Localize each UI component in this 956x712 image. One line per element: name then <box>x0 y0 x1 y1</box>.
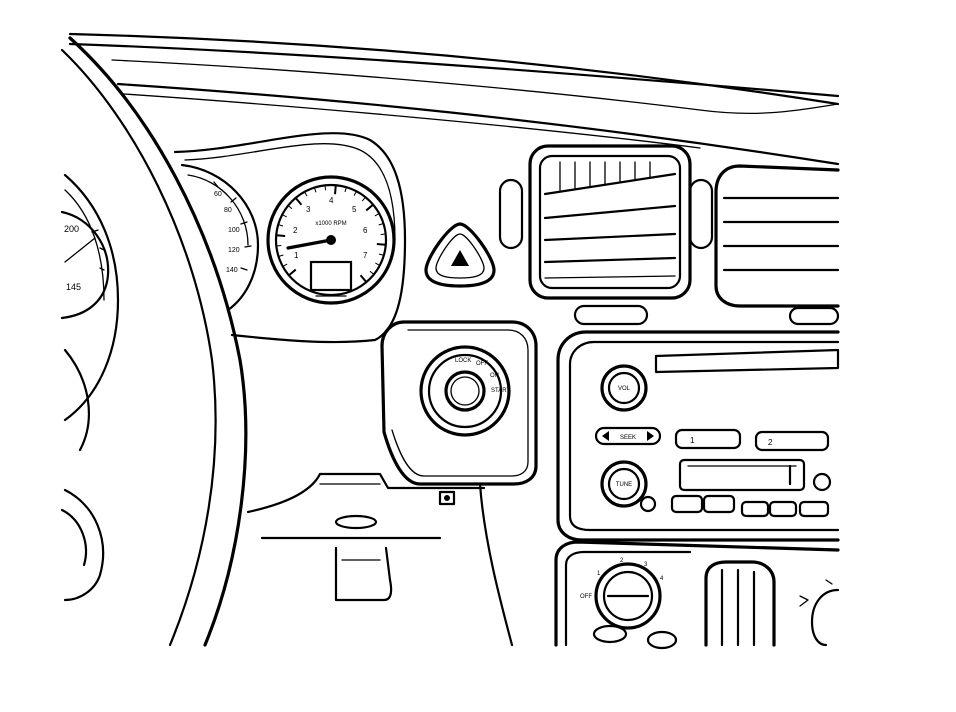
tach-tick <box>365 203 374 212</box>
hvac-fan-1: 1 <box>597 571 601 577</box>
tach-num-7: 7 <box>363 251 368 260</box>
tach-num-1: 1 <box>294 251 299 260</box>
radio-tune-label: TUNE <box>616 482 632 488</box>
left-gauge-mark-1: 145 <box>66 282 81 292</box>
tach-tick <box>304 191 308 197</box>
tach-tick <box>376 243 386 246</box>
tach-tick <box>344 187 347 193</box>
hvac-fan-4: 4 <box>660 576 664 582</box>
radio-seek-label: SEEK <box>620 435 636 441</box>
tach-tick <box>281 214 287 218</box>
radio-preset-2-label: 2 <box>768 438 773 447</box>
speedo-mark-0: 60 <box>214 191 222 198</box>
tach-tick <box>353 190 357 196</box>
vent-thumbwheel-right[interactable] <box>688 178 714 250</box>
tach-tick <box>324 185 327 191</box>
tach-tick <box>276 234 286 237</box>
vent-thumbwheel-left[interactable] <box>498 178 524 250</box>
speedometer-partial: 60 80 100 120 140 <box>180 163 260 312</box>
speedo-mark-2: 100 <box>228 227 240 234</box>
radio-button-c[interactable] <box>740 500 770 518</box>
ignition-pos-off: OFF <box>476 361 488 367</box>
radio-button-e[interactable] <box>798 500 830 518</box>
speedo-mark-4: 140 <box>226 267 238 274</box>
tach-tick <box>313 187 317 193</box>
tach-num-6: 6 <box>363 226 368 235</box>
tach-tick <box>374 213 380 217</box>
tach-tick <box>359 274 368 283</box>
radio-preset-1-label: 1 <box>690 436 695 445</box>
tach-tick <box>334 185 337 195</box>
radio-preset-2[interactable] <box>754 430 830 452</box>
tach-tick <box>294 197 303 206</box>
tach-center-label: x1000 RPM <box>315 221 346 227</box>
tach-num-4: 4 <box>329 196 334 205</box>
radio-cassette-door[interactable] <box>678 458 806 492</box>
ignition-switch[interactable]: LOCK OFF ON START <box>380 320 538 486</box>
hvac-controls: OFF 1 2 3 4 <box>554 540 840 650</box>
hvac-fan-2: 2 <box>620 558 624 564</box>
radio-button-b[interactable] <box>702 494 736 514</box>
lower-dash-panel <box>246 472 514 647</box>
instrument-cluster-hood <box>173 132 407 344</box>
ignition-pos-start: START <box>491 388 510 394</box>
tach-tick <box>276 244 282 247</box>
radio-vol-knob[interactable] <box>600 364 648 412</box>
radio-cd-slot[interactable] <box>654 348 840 374</box>
radio-button-a[interactable] <box>670 494 704 514</box>
radio-unit: VOL SEEK 1 2 TUNE <box>556 330 840 542</box>
radio-vol-label: VOL <box>618 386 631 392</box>
hvac-fan-off: OFF <box>580 594 592 600</box>
ignition-lock-cylinder[interactable] <box>444 370 486 412</box>
hvac-button-left[interactable] <box>592 624 628 644</box>
center-air-vent <box>498 144 714 326</box>
tach-tick <box>287 205 293 210</box>
tach-tick <box>378 253 384 256</box>
steering-wheel-rim <box>60 36 248 647</box>
tach-tick <box>278 224 284 227</box>
hood-release-screw <box>438 490 456 506</box>
tach-tick <box>361 196 366 202</box>
tach-tick <box>380 233 386 236</box>
dash-top-outline <box>68 32 840 166</box>
vent-damper-tab[interactable] <box>573 304 649 326</box>
tach-odometer-window <box>309 260 353 292</box>
tach-tick <box>278 254 284 258</box>
ignition-pos-lock: LOCK <box>455 358 471 364</box>
ignition-pos-on: ON <box>490 373 499 379</box>
lower-panel-slot <box>334 514 378 530</box>
radio-tune-knob[interactable] <box>600 460 648 508</box>
tach-needle <box>286 238 333 250</box>
hvac-fan-3: 3 <box>644 562 648 568</box>
tach-hub <box>326 235 336 245</box>
tach-num-5: 5 <box>352 205 357 214</box>
tach-tick <box>288 268 297 277</box>
tach-num-3: 3 <box>306 205 311 214</box>
radio-eject-button[interactable] <box>812 472 832 492</box>
tachometer: 1 2 3 4 5 6 7 x1000 RPM <box>266 175 396 305</box>
speedo-mark-1: 80 <box>224 207 232 214</box>
left-gauge-partial: 200 145 <box>60 210 110 320</box>
radio-seek-button[interactable] <box>594 426 662 446</box>
tach-tick <box>378 222 384 226</box>
hvac-fan-knob[interactable] <box>594 562 662 630</box>
hazard-triangle-icon <box>451 250 469 266</box>
radio-button-d[interactable] <box>768 500 798 518</box>
tach-tick <box>375 262 381 266</box>
hvac-button-right[interactable] <box>646 630 678 650</box>
hazard-button[interactable] <box>424 222 496 288</box>
right-air-vent-partial <box>714 164 840 326</box>
steering-wheel-hub <box>60 173 120 602</box>
tach-tick <box>369 270 375 275</box>
radio-preset-1[interactable] <box>674 428 742 450</box>
speedo-mark-3: 120 <box>228 247 240 254</box>
tach-tick <box>282 263 288 267</box>
left-gauge-mark-0: 200 <box>64 224 79 234</box>
tach-num-2: 2 <box>293 226 298 235</box>
